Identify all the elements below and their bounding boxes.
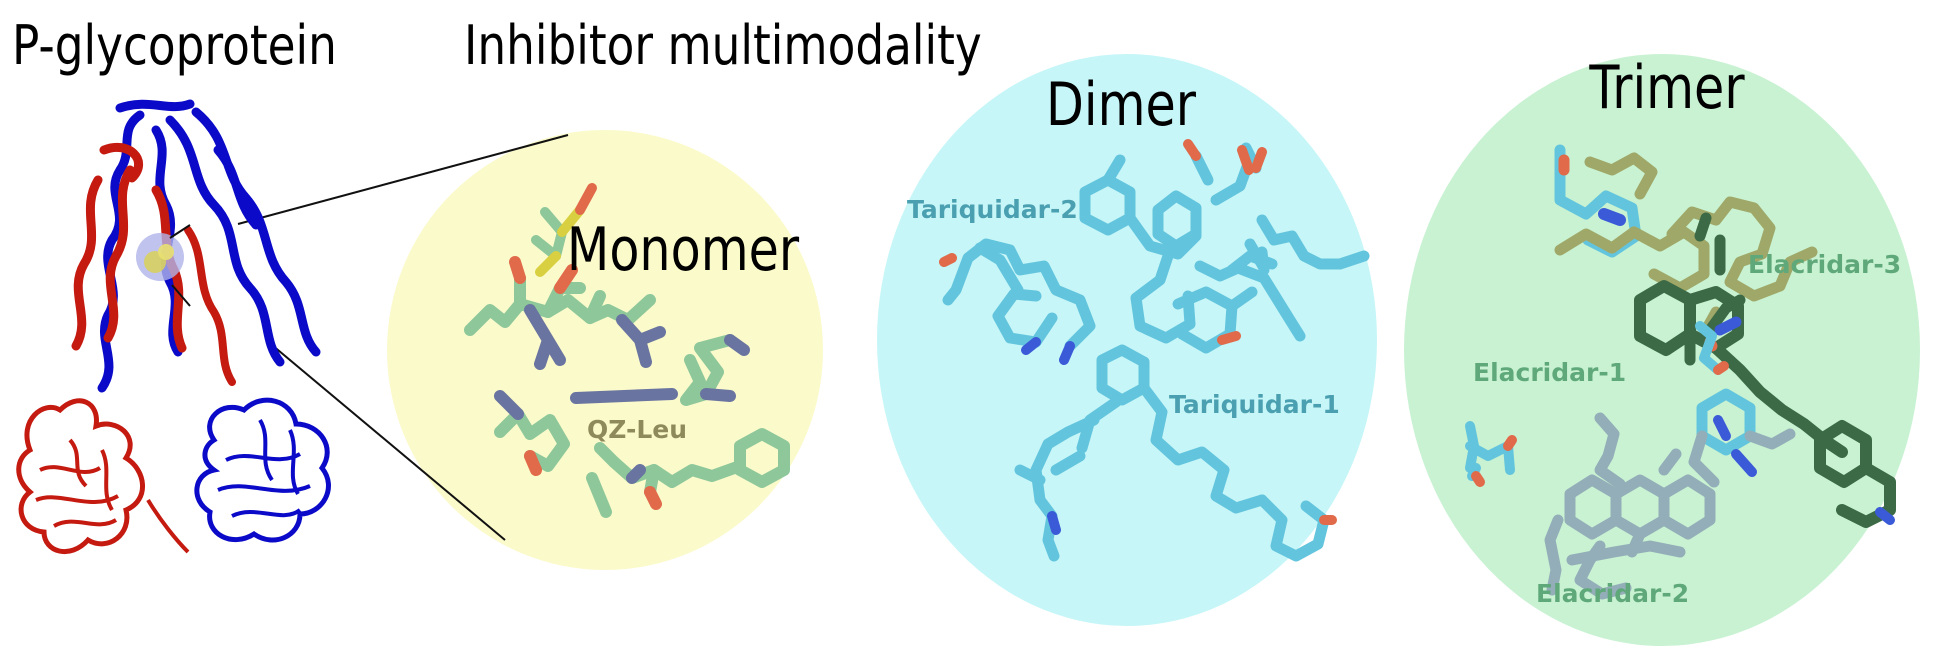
label-tariquidar-1: Tariquidar-1 (1169, 390, 1340, 419)
monomer-panel (387, 130, 823, 570)
monomer-title: Monomer (567, 214, 800, 284)
label-elacridar-3: Elacridar-3 (1748, 250, 1901, 279)
zoom-line-top (237, 134, 569, 225)
label-elacridar-1: Elacridar-1 (1473, 358, 1626, 387)
protein-title: P-glycoprotein (12, 14, 337, 77)
qz-leu-molecules (464, 183, 790, 518)
p-glycoprotein-structure (16, 99, 331, 554)
section-title: Inhibitor multimodality (464, 14, 982, 77)
label-qz-leu: QZ-Leu (587, 415, 687, 444)
dimer-title: Dimer (1046, 69, 1196, 139)
trimer-title: Trimer (1589, 52, 1745, 122)
dimer-panel (877, 54, 1377, 626)
zoom-line-bottom (271, 344, 506, 541)
label-elacridar-2: Elacridar-2 (1536, 579, 1689, 608)
label-tariquidar-2: Tariquidar-2 (907, 195, 1078, 224)
elacridar-molecules (1465, 144, 1896, 600)
tariquidar-heteroatoms (939, 139, 1337, 535)
